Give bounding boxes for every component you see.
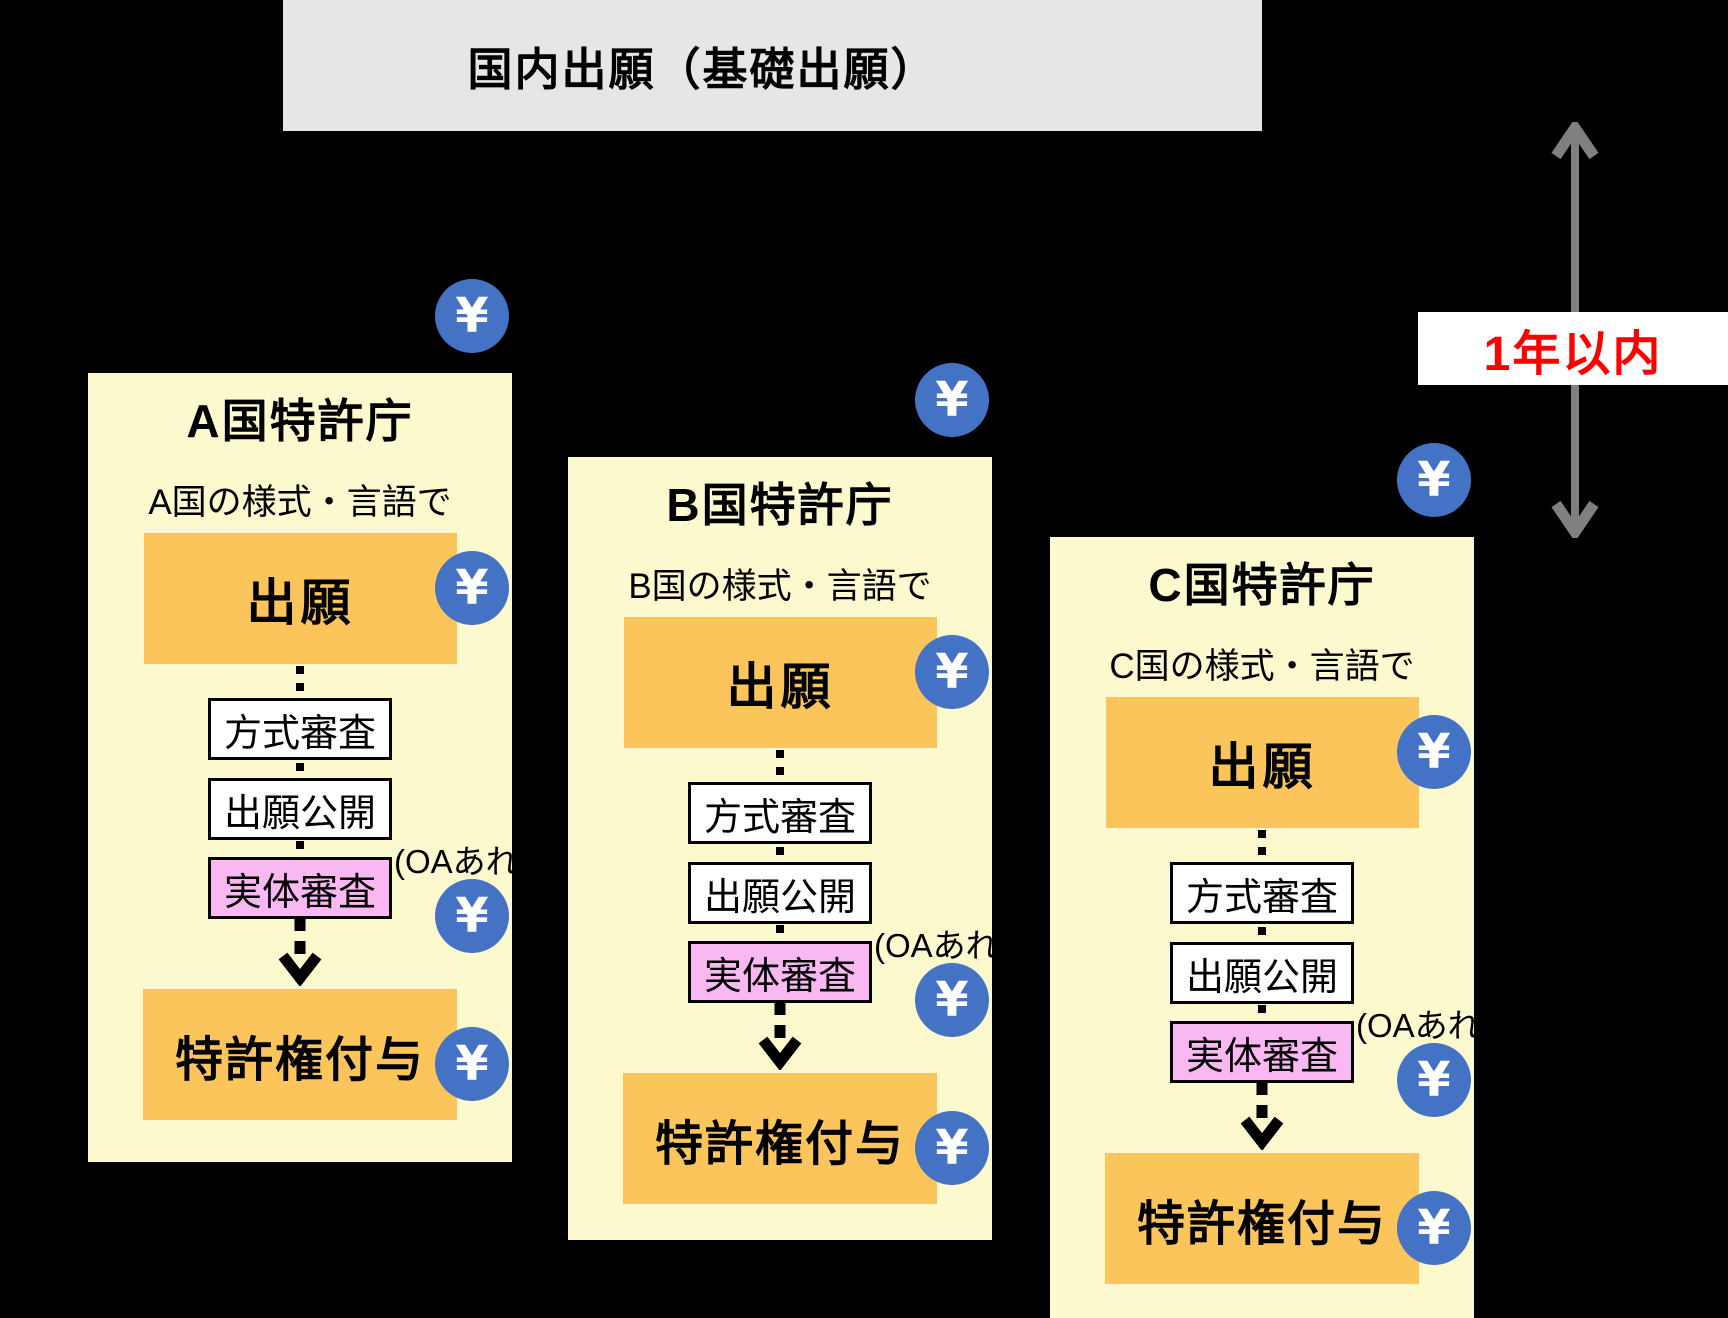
yen-fee-icon: ¥ [435, 551, 509, 625]
yen-fee-icon: ¥ [915, 963, 989, 1037]
office-subtitle: C国の様式・言語で [1109, 647, 1415, 686]
substantive-exam-box: 実体審査 [208, 857, 392, 919]
dashed-down-arrow-icon [1240, 1082, 1284, 1150]
yen-fee-icon: ¥ [435, 279, 509, 353]
substantive-exam-box: 実体審査 [1170, 1021, 1354, 1083]
office-action-note: (OAあれ [874, 927, 992, 964]
application-box: 出願 [144, 533, 457, 664]
dashed-down-arrow-icon [758, 1002, 802, 1070]
dotted-connector [776, 847, 784, 862]
publication-box: 出願公開 [1170, 942, 1354, 1004]
dashed-down-arrow-icon [278, 918, 322, 986]
yen-fee-icon: ¥ [435, 879, 509, 953]
formality-exam-box: 方式審査 [1170, 862, 1354, 924]
publication-box: 出願公開 [208, 778, 392, 840]
yen-fee-icon: ¥ [1397, 1191, 1471, 1265]
dotted-connector [776, 925, 784, 941]
yen-fee-icon: ¥ [1397, 715, 1471, 789]
dotted-connector [1258, 830, 1266, 862]
patent-office-panel-a: A国特許庁 A国の様式・言語で 出願 方式審査 出願公開 実体審査 (OAあれ … [88, 279, 512, 1162]
priority-period-label: 1年以内 [1483, 327, 1663, 381]
dotted-connector [1258, 1005, 1266, 1021]
yen-fee-icon: ¥ [1397, 443, 1471, 517]
office-title: C国特許庁 [1148, 559, 1376, 611]
grant-box: 特許権付与 [1105, 1153, 1419, 1284]
publication-box: 出願公開 [688, 862, 872, 924]
domestic-application-banner: 国内出願（基礎出願） [283, 0, 1262, 131]
yen-fee-icon: ¥ [915, 363, 989, 437]
office-title: B国特許庁 [666, 479, 894, 531]
application-box: 出願 [624, 617, 937, 748]
yen-fee-icon: ¥ [915, 1111, 989, 1185]
yen-fee-icon: ¥ [915, 635, 989, 709]
dotted-connector [296, 666, 304, 698]
office-action-note: (OAあれ [394, 843, 512, 880]
dotted-connector [1258, 927, 1266, 942]
patent-office-panel-c: C国特許庁 C国の様式・言語で 出願 方式審査 出願公開 実体審査 (OAあれ … [1050, 443, 1474, 1318]
banner-title: 国内出願（基礎出願） [467, 44, 938, 95]
office-title: A国特許庁 [186, 395, 414, 447]
patent-office-panel-b: B国特許庁 B国の様式・言語で 出願 方式審査 出願公開 実体審査 (OAあれ … [568, 363, 992, 1240]
yen-fee-icon: ¥ [1397, 1043, 1471, 1117]
grant-box: 特許権付与 [143, 989, 457, 1120]
dotted-connector [296, 763, 304, 778]
application-box: 出願 [1106, 697, 1419, 828]
office-subtitle: A国の様式・言語で [148, 483, 452, 522]
office-action-note: (OAあれ [1356, 1007, 1474, 1044]
yen-fee-icon: ¥ [435, 1027, 509, 1101]
substantive-exam-box: 実体審査 [688, 941, 872, 1003]
priority-period-box: 1年以内 [1418, 312, 1728, 385]
dotted-connector [296, 841, 304, 857]
formality-exam-box: 方式審査 [688, 782, 872, 844]
grant-box: 特許権付与 [623, 1073, 937, 1204]
formality-exam-box: 方式審査 [208, 698, 392, 760]
dotted-connector [776, 750, 784, 782]
office-subtitle: B国の様式・言語で [628, 567, 932, 606]
